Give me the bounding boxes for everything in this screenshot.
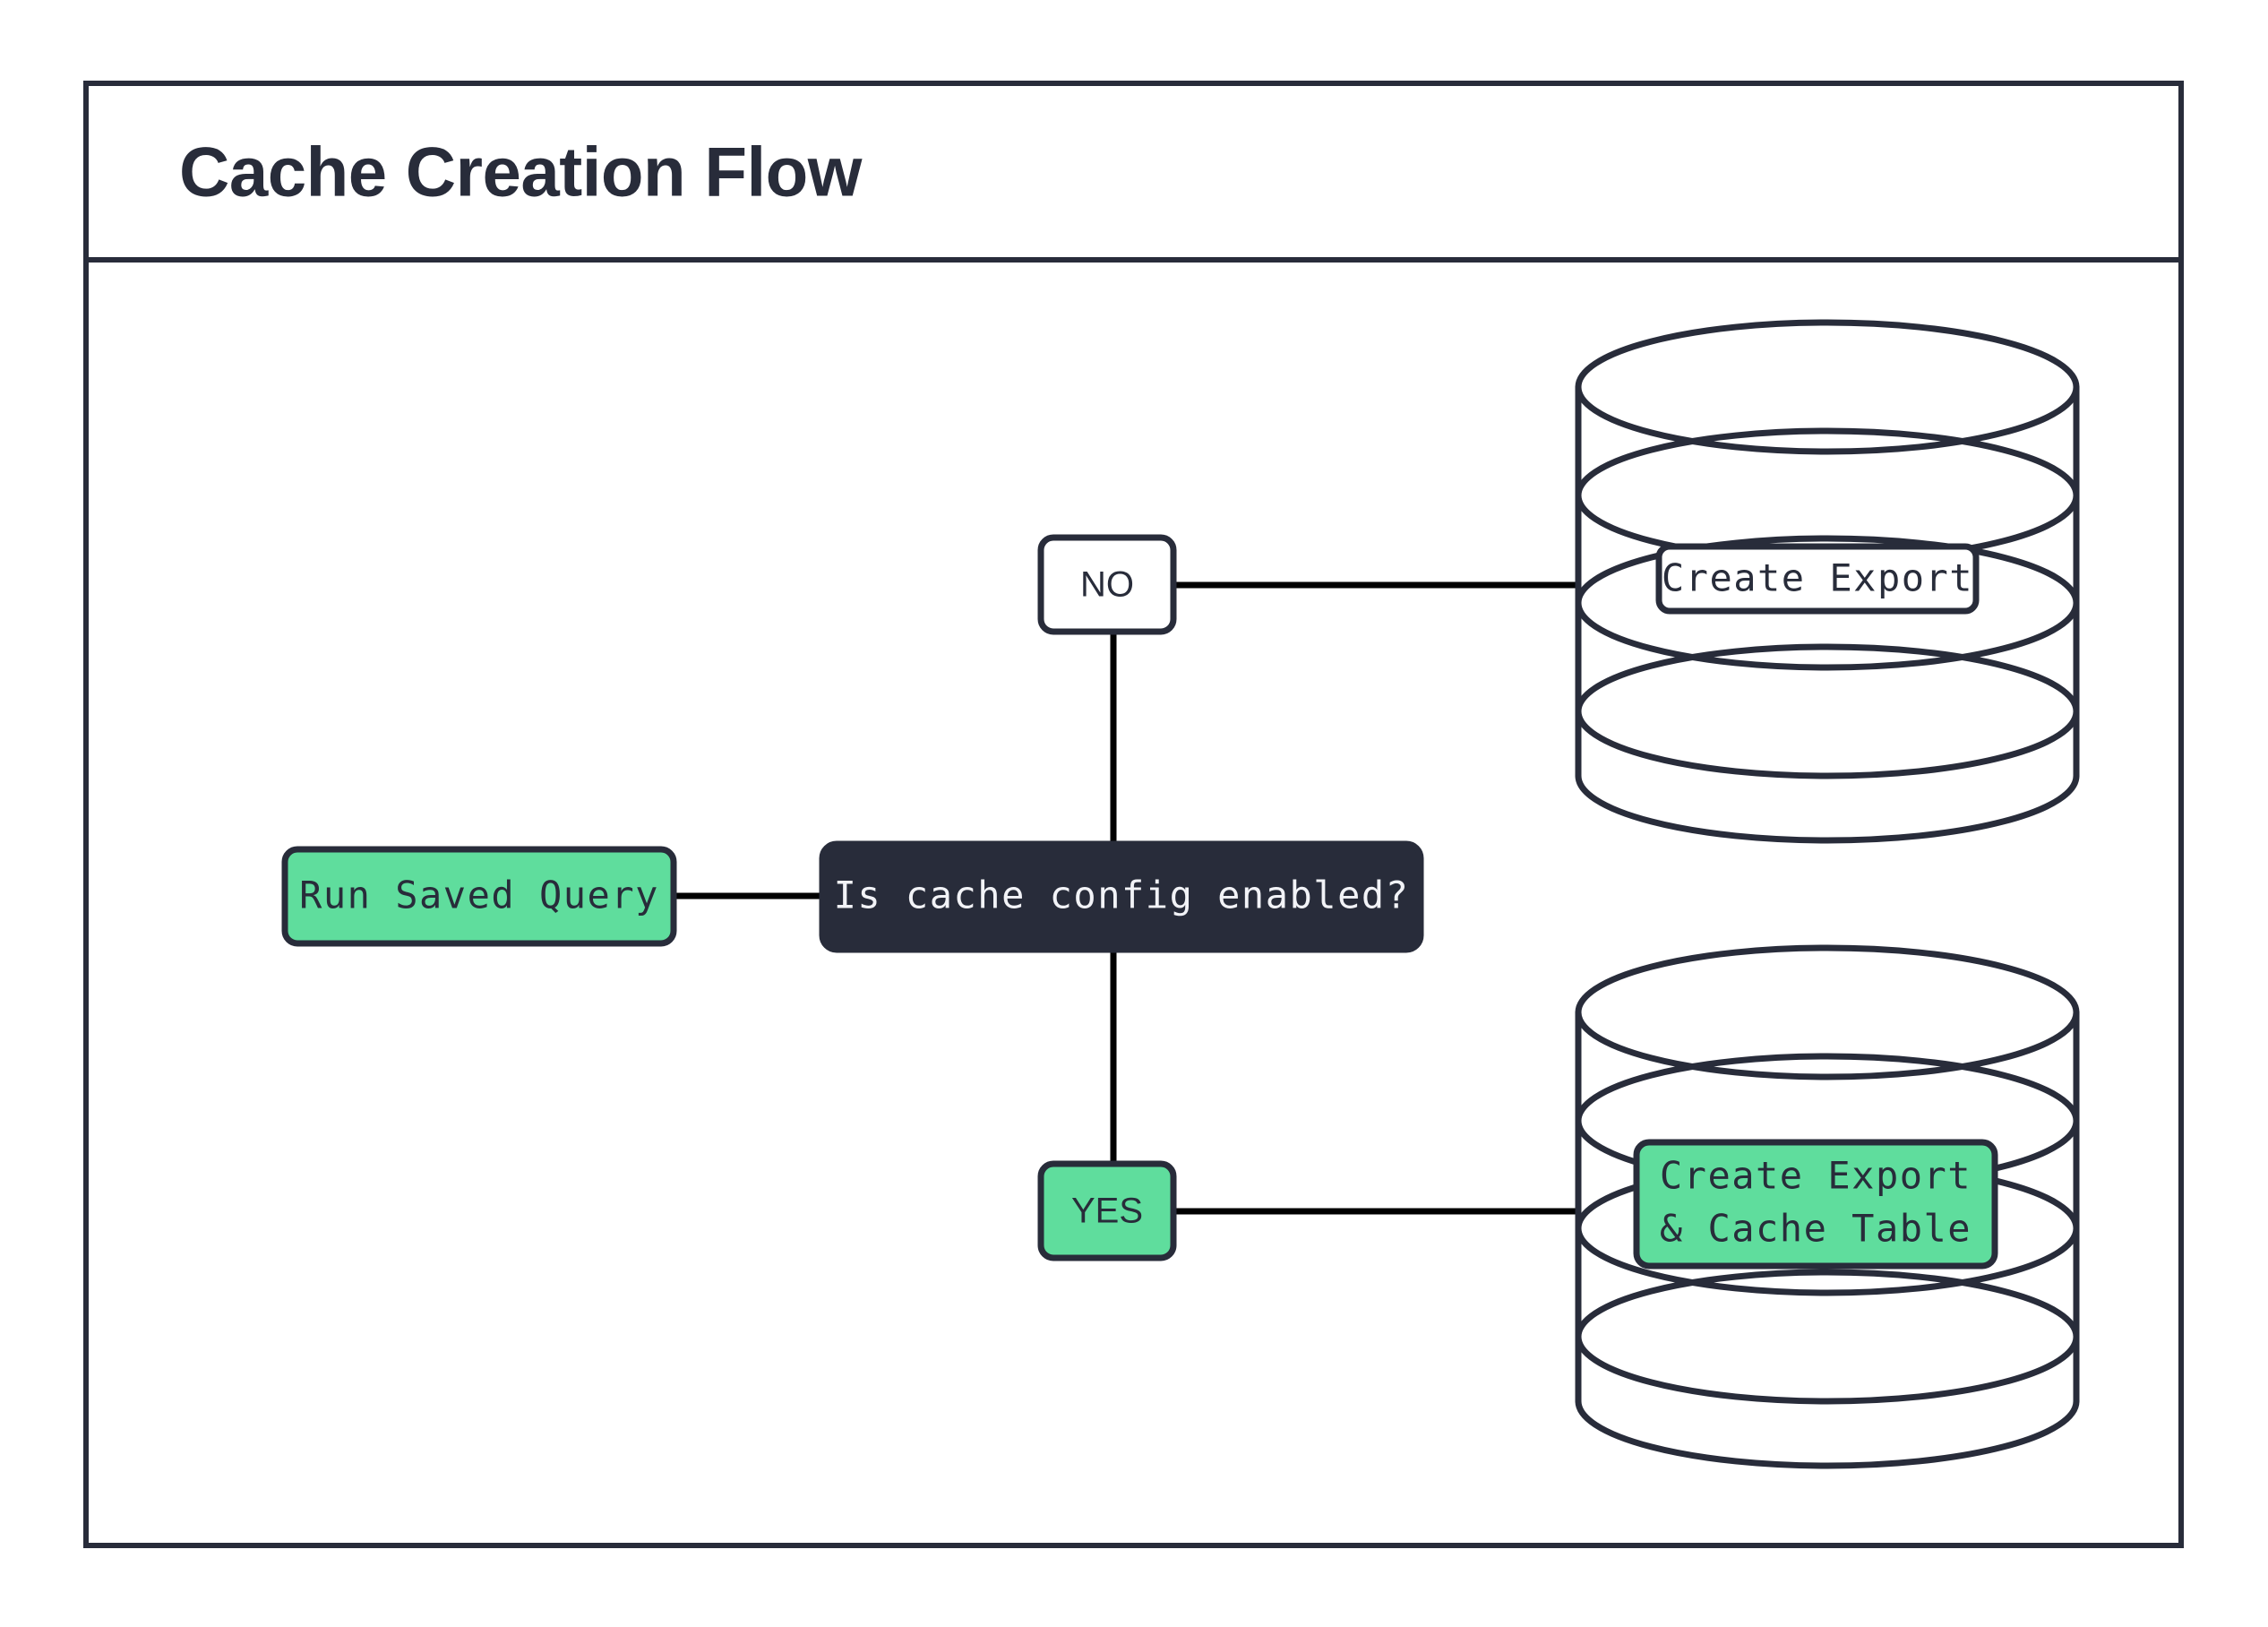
create-export-cache-table-label-plate[interactable] (1633, 1139, 1998, 1270)
node-is-cache-config-enabled[interactable]: Is cache config enabled? (819, 840, 1424, 953)
create-export-label-plate[interactable] (1655, 543, 1980, 615)
create-export-cache-table-disc-1 (1575, 944, 2080, 1080)
branch-no-label: NO (1080, 565, 1134, 605)
create-export-cache-table-label-line2: & Cache Table (1660, 1207, 1972, 1251)
create-export-cache-table-label-line1: Create Export (1660, 1154, 1972, 1198)
create-export-disc-3 (1575, 535, 2080, 671)
create-export-cache-table-bottom-cap (1575, 1398, 2080, 1469)
decision-label: Is cache config enabled? (834, 874, 1410, 917)
branch-yes-label: YES (1071, 1192, 1143, 1231)
create-export-cache-table-disc-4 (1575, 1269, 2080, 1405)
node-create-export-cache-table[interactable]: Create Export & Cache Table (1575, 944, 2080, 1469)
node-create-export[interactable]: Create Export (1575, 319, 2080, 844)
node-branch-no[interactable]: NO (1037, 534, 1177, 635)
branch-yes-shape[interactable] (1037, 1160, 1177, 1261)
diagram-frame (83, 81, 2184, 1548)
node-branch-yes[interactable]: YES (1037, 1160, 1177, 1261)
create-export-bottom-cap (1575, 772, 2080, 844)
page-title: Cache Creation Flow (179, 133, 863, 211)
node-run-saved-query[interactable]: Run Saved Query (281, 846, 677, 947)
create-export-label: Create Export (1662, 556, 1973, 600)
run-saved-query-label: Run Saved Query (299, 874, 659, 917)
run-saved-query-shape[interactable] (281, 846, 677, 947)
decision-shape[interactable] (819, 840, 1424, 953)
create-export-disc-4 (1575, 643, 2080, 779)
branch-no-shape[interactable] (1037, 534, 1177, 635)
create-export-disc-1 (1575, 319, 2080, 455)
